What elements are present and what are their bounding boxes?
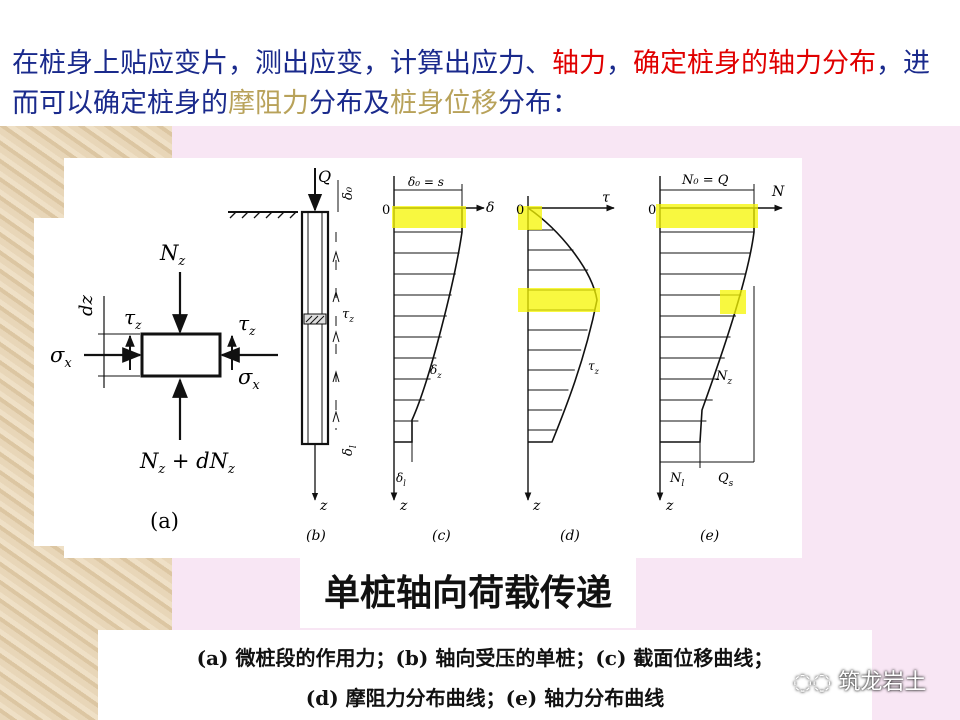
header-band: 在桩身上贴应变片，测出应变，计算出应力、轴力，确定桩身的轴力分布，进而可以确定桩… xyxy=(0,0,960,126)
label-z-e: z xyxy=(665,498,674,514)
label-N-axis-e: N xyxy=(771,184,785,200)
label-sigma-left: σx xyxy=(50,343,72,371)
headline-axial-force: 轴力 xyxy=(552,48,606,79)
highlight-c-top xyxy=(392,206,466,228)
label-delta0-b: δ₀ xyxy=(341,186,356,200)
panel-d-friction-curve: 0 τ τz z (d) xyxy=(516,190,615,544)
caption-legend: (a) 微桩段的作用力；(b) 轴向受压的单桩；(c) 截面位移曲线； (d) … xyxy=(98,630,872,720)
highlight-e-top xyxy=(656,204,758,228)
label-panel-b: (b) xyxy=(306,528,326,544)
highlight-d-peak xyxy=(518,288,600,312)
axial-force-curve xyxy=(660,208,755,443)
label-N0-Q: N₀ = Q xyxy=(681,173,729,188)
figure-a-background xyxy=(34,218,300,546)
panel-b-axially-loaded-pile: Q δ₀ τz δl z (b) xyxy=(228,167,359,544)
headline-friction: 摩阻力 xyxy=(228,88,309,119)
headline-text: 在桩身上贴应变片，测出应变，计算出应力、轴力，确定桩身的轴力分布，进而可以确定桩… xyxy=(12,44,952,124)
label-z-d: z xyxy=(532,498,541,514)
label-delta0-s: δ₀ = s xyxy=(408,175,444,189)
hatch-lines-d xyxy=(528,229,596,431)
panel-c-displacement-curve: δ₀ = s 0 δ δz δl z (c) xyxy=(382,175,494,544)
watermark-text: 筑龙岩土 xyxy=(838,670,927,695)
label-Qs-e: Qs xyxy=(718,471,734,489)
label-Nz-dNz: Nz + dNz xyxy=(139,449,235,477)
highlight-e-mid xyxy=(720,290,746,314)
label-panel-e: (e) xyxy=(700,528,719,544)
label-Nz-e: Nz xyxy=(715,369,732,387)
label-panel-d: (d) xyxy=(560,528,580,544)
wechat-icon: ◌◌ xyxy=(793,670,839,695)
label-zero-d: 0 xyxy=(516,203,524,218)
label-zero-e: 0 xyxy=(648,203,656,218)
label-Q: Q xyxy=(318,167,331,186)
label-dz: dz xyxy=(76,294,97,316)
watermark: ◌◌ 筑龙岩土 xyxy=(793,664,927,695)
friction-curve xyxy=(527,207,598,443)
hatch-lines-e xyxy=(660,231,754,422)
label-sigma-right: σx xyxy=(238,365,260,393)
headline-part3: 分布及 xyxy=(309,88,390,119)
headline-comma: ， xyxy=(606,48,633,79)
caption-title: 单桩轴向荷载传递 xyxy=(300,558,636,628)
caption-line-2: (d) 摩阻力分布曲线；(e) 轴力分布曲线 xyxy=(305,686,665,710)
headline-part1: 在桩身上贴应变片，测出应变，计算出应力、 xyxy=(12,48,552,79)
pile-element-rect xyxy=(140,332,222,378)
pile-shaft xyxy=(300,210,330,446)
label-Nz-top: Nz xyxy=(159,241,185,269)
label-deltaz-c: δz xyxy=(430,363,442,380)
strain-gauge-hatch xyxy=(305,315,325,325)
caption-line-1: (a) 微桩段的作用力；(b) 轴向受压的单桩；(c) 截面位移曲线； xyxy=(196,646,774,670)
label-deltal-b: δl xyxy=(341,445,359,456)
hatch-lines-c xyxy=(394,231,462,422)
friction-arrowheads xyxy=(332,250,340,423)
panel-a-element-forces: Nz Nz + dNz τz τz σx σx dz (a) xyxy=(50,241,278,533)
label-zero-c: 0 xyxy=(382,203,390,218)
headline-determine-axial-distribution: 确定桩身的轴力分布 xyxy=(633,48,876,79)
label-z-c: z xyxy=(399,498,408,514)
label-tau-right: τz xyxy=(238,311,256,338)
headline-part4: 分布： xyxy=(498,88,579,119)
label-tau-z-b: τz xyxy=(342,307,354,325)
headline-displacement: 桩身位移 xyxy=(390,88,498,119)
headline-part2: ，进而可以确定桩身的 xyxy=(12,48,930,119)
ground-hatch xyxy=(229,211,297,219)
label-panel-a: (a) xyxy=(150,509,179,533)
label-tauz-d: τz xyxy=(588,359,600,376)
displacement-curve xyxy=(394,208,463,443)
label-z-b: z xyxy=(319,498,328,514)
label-tau-axis-d: τ xyxy=(602,190,610,206)
label-tau-left: τz xyxy=(124,305,142,332)
label-deltal-c: δl xyxy=(396,471,406,488)
label-delta-axis-c: δ xyxy=(486,200,494,216)
label-panel-c: (c) xyxy=(432,528,451,544)
panel-e-axial-force-curve: N₀ = Q 0 N Nz Nl Qs z (e) xyxy=(648,173,785,544)
label-Nl-e: Nl xyxy=(669,471,684,489)
highlight-d-top xyxy=(518,206,542,230)
